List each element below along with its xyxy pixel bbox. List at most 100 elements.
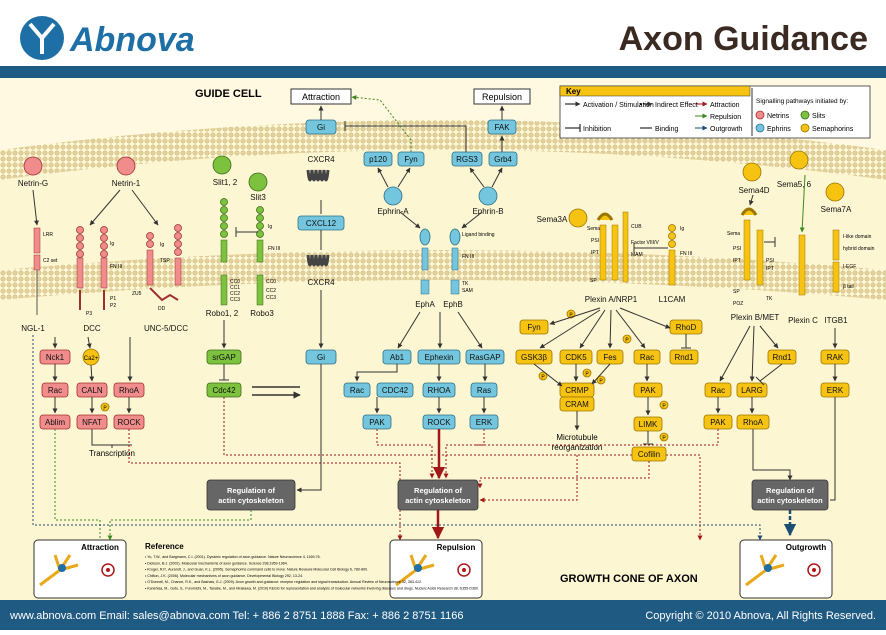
- robo12-receptor: [220, 198, 228, 306]
- svg-text:Transcription: Transcription: [89, 449, 135, 458]
- svg-text:PAK: PAK: [710, 418, 726, 427]
- svg-text:P2: P2: [110, 303, 116, 309]
- unc5-receptor: [146, 224, 182, 302]
- svg-text:CDC42: CDC42: [382, 386, 409, 395]
- svg-text:C2 set: C2 set: [43, 258, 58, 264]
- svg-text:CC0: CC0: [230, 279, 240, 285]
- svg-text:Indirect Effect: Indirect Effect: [655, 102, 698, 109]
- svg-text:Ig: Ig: [268, 224, 272, 230]
- netrin-g-ligand: [23, 156, 43, 176]
- svg-text:ROCK: ROCK: [117, 418, 141, 427]
- svg-text:FN III: FN III: [462, 254, 474, 260]
- svg-text:PAK: PAK: [640, 386, 656, 395]
- svg-text:srGAP: srGAP: [212, 353, 236, 362]
- abnova-logo: [20, 16, 64, 60]
- repulsion-panel: Repulsion: [389, 539, 483, 599]
- svg-text:CC0: CC0: [266, 279, 276, 285]
- svg-text:Key: Key: [566, 87, 581, 96]
- guide-cell-label: GUIDE CELL: [195, 88, 262, 100]
- svg-text:CC3: CC3: [266, 295, 276, 301]
- svg-text:ROCK: ROCK: [427, 418, 451, 427]
- cdc42-b-node: [376, 382, 414, 398]
- itgb1-receptor: [832, 229, 840, 293]
- svg-text:Regulation of: Regulation of: [414, 486, 462, 495]
- reference-line: • Kruger, R.P., Aurandt, J., and Guan, K…: [145, 568, 368, 572]
- svg-text:Plexin A/NRP1: Plexin A/NRP1: [585, 295, 638, 304]
- svg-text:Sema: Sema: [727, 231, 740, 237]
- svg-text:reorganization: reorganization: [552, 443, 603, 452]
- svg-text:LRR: LRR: [43, 232, 53, 238]
- svg-text:Fyn: Fyn: [404, 155, 417, 164]
- footer-contact: www.abnova.com Email: sales@abnova.com T…: [9, 610, 464, 622]
- svg-text:RhoD: RhoD: [676, 323, 697, 332]
- svg-text:P: P: [569, 313, 573, 319]
- svg-text:Ca2+: Ca2+: [84, 356, 99, 362]
- svg-text:RasGAP: RasGAP: [469, 353, 500, 362]
- svg-text:CXCR4: CXCR4: [307, 278, 335, 287]
- svg-text:P1: P1: [110, 296, 116, 302]
- svg-text:Outgrowth: Outgrowth: [786, 543, 827, 552]
- svg-text:ERK: ERK: [827, 386, 844, 395]
- svg-text:Regulation of: Regulation of: [766, 486, 814, 495]
- svg-text:I-EGF: I-EGF: [843, 264, 856, 270]
- svg-text:Ig: Ig: [680, 226, 684, 232]
- rac-b-node: [343, 382, 371, 398]
- reference-list: • Yu, T.W., and Bargmann, C.I. (2001). D…: [145, 555, 479, 591]
- svg-text:CC2: CC2: [266, 288, 276, 294]
- svg-text:Netrin-G: Netrin-G: [18, 179, 48, 188]
- netrin-1-ligand: [116, 156, 136, 176]
- svg-text:IPT: IPT: [733, 258, 741, 264]
- svg-text:CUB: CUB: [631, 224, 642, 230]
- svg-text:IPT: IPT: [591, 250, 599, 256]
- svg-text:Activation / Stimulation: Activation / Stimulation: [583, 102, 654, 109]
- regulation-box-right: Regulation of actin cytoskeleton: [751, 479, 829, 511]
- svg-text:actin cytoskeleton: actin cytoskeleton: [757, 496, 823, 505]
- svg-text:RhoA: RhoA: [743, 418, 764, 427]
- ephrin-a-ligand: [383, 186, 403, 206]
- grb4-node: [488, 151, 518, 167]
- svg-text:Semaphorins: Semaphorins: [812, 126, 854, 133]
- svg-text:Plexin B/MET: Plexin B/MET: [731, 313, 780, 322]
- svg-text:Repulsion: Repulsion: [437, 543, 476, 552]
- svg-text:Nck1: Nck1: [46, 353, 65, 362]
- dcc-receptor: [76, 226, 108, 310]
- svg-text:Sema7A: Sema7A: [821, 205, 852, 214]
- svg-text:Attraction: Attraction: [302, 92, 340, 102]
- ngl1-receptor: [33, 227, 41, 315]
- svg-text:PSI: PSI: [766, 258, 774, 264]
- svg-text:GSK3β: GSK3β: [521, 353, 547, 362]
- reference-line: • O'Donnell, M., Chance, R.K., and Basha…: [145, 580, 422, 584]
- p120-node: [363, 151, 393, 167]
- svg-text:CALN: CALN: [81, 386, 103, 395]
- slit12-ligand: [212, 155, 232, 175]
- reference-line: • Dickson, B.J. (2002). Molecular mechan…: [145, 561, 288, 565]
- ephrin-b-ligand: [478, 186, 498, 206]
- svg-text:CC2: CC2: [230, 291, 240, 297]
- plexin-b-receptor: [740, 207, 764, 286]
- svg-text:TSP: TSP: [160, 258, 170, 264]
- svg-text:RAK: RAK: [827, 353, 844, 362]
- svg-text:Ephrin-A: Ephrin-A: [377, 207, 409, 216]
- sema56-ligand: [789, 150, 809, 170]
- svg-text:Ligand binding: Ligand binding: [462, 232, 495, 238]
- svg-text:Netrin-1: Netrin-1: [112, 179, 141, 188]
- svg-text:Regulation of: Regulation of: [227, 486, 275, 495]
- svg-text:TK: TK: [462, 281, 469, 287]
- repulsion-box: [473, 88, 531, 105]
- svg-text:CC1: CC1: [230, 285, 240, 291]
- svg-text:LIMK: LIMK: [639, 420, 658, 429]
- svg-text:Cofilin: Cofilin: [638, 450, 660, 459]
- rnd1-y-node: [669, 349, 699, 365]
- svg-text:Factor VIII/V: Factor VIII/V: [631, 240, 659, 246]
- brand-name: Abnova: [69, 21, 195, 59]
- svg-text:Sema: Sema: [587, 226, 600, 232]
- ephb-receptor: [449, 228, 461, 295]
- svg-text:Fyn: Fyn: [527, 323, 540, 332]
- svg-text:actin cytoskeleton: actin cytoskeleton: [405, 496, 471, 505]
- svg-text:DCC: DCC: [83, 324, 101, 333]
- cxcr4-bottom-receptor: [306, 254, 330, 267]
- svg-text:Rac: Rac: [350, 386, 364, 395]
- svg-text:P: P: [103, 406, 107, 412]
- svg-text:actin cytoskeleton: actin cytoskeleton: [218, 496, 284, 505]
- svg-text:Rac: Rac: [640, 353, 654, 362]
